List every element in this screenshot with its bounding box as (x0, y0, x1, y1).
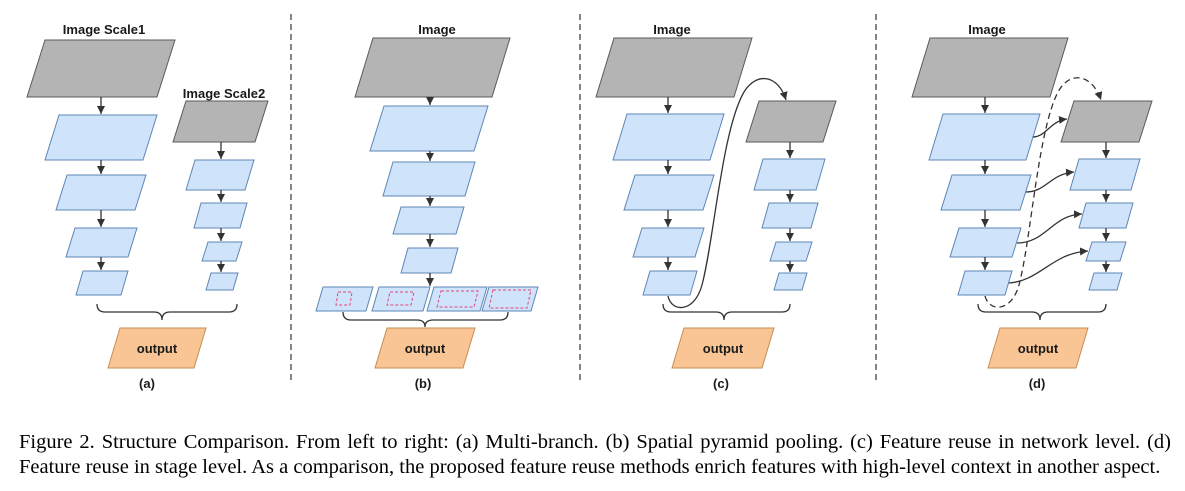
output-block (374, 327, 476, 369)
feature-map-block (1088, 272, 1123, 291)
output-label: output (1018, 341, 1059, 356)
output-label: output (137, 341, 178, 356)
panel-c: Image output (c) (595, 22, 837, 391)
network-reuse-dashed-arrow (984, 77, 1103, 308)
feature-map-block (928, 113, 1041, 161)
brace (977, 303, 1107, 321)
figure-caption: Figure 2. Structure Comparison. From lef… (19, 431, 1171, 478)
pooling-bin (315, 286, 374, 312)
brace (662, 303, 791, 321)
pooling-bin (371, 286, 431, 312)
stage-reuse-arrow (1008, 247, 1089, 284)
feature-map-block (769, 241, 813, 262)
feature-map-block (761, 202, 819, 229)
feature-map-block (65, 227, 138, 258)
output-block (107, 327, 207, 369)
panel-d: Image output (d) (911, 22, 1153, 391)
panel-label: (a) (139, 376, 155, 391)
feature-map-block (193, 202, 248, 229)
panel-label: (d) (1029, 376, 1046, 391)
feature-map-block (400, 247, 459, 274)
reused-feature-block (745, 100, 837, 143)
feature-map-block (957, 270, 1013, 296)
pooling-region (488, 289, 532, 309)
feature-map-block (201, 241, 243, 262)
stage-reuse-arrow (1025, 168, 1075, 193)
feature-map-block (1069, 158, 1141, 191)
brace (96, 303, 238, 321)
network-reuse-arrow (667, 77, 788, 309)
feature-map-block (1085, 241, 1127, 262)
feature-map-block (44, 114, 158, 161)
feature-map-block (185, 159, 255, 191)
panel-a: Image Scale1 Image Scale2 output (a) (26, 22, 269, 391)
pooling-region (436, 290, 479, 308)
input-image-block (172, 100, 269, 143)
feature-map-block (392, 206, 465, 235)
feature-map-block (55, 174, 147, 211)
image-label: Image (418, 22, 456, 37)
feature-map-block (949, 227, 1022, 258)
feature-map-block (642, 270, 698, 296)
pooling-bin (481, 286, 539, 312)
output-label: output (703, 341, 744, 356)
feature-map-block (623, 174, 715, 211)
pooling-bin (426, 286, 488, 312)
structure-comparison-diagram: Image Scale1 Image Scale2 output (a) Ima… (26, 14, 1153, 391)
stage-reuse-arrow (1032, 115, 1068, 138)
brace (342, 311, 509, 328)
input-image-block (595, 37, 753, 98)
feature-map-block (940, 174, 1032, 211)
feature-map-block (753, 158, 826, 191)
output-label: output (405, 341, 446, 356)
pooling-region (386, 291, 415, 306)
feature-map-block (612, 113, 725, 161)
image-label: Image (653, 22, 691, 37)
output-block (987, 327, 1089, 369)
output-block (671, 327, 775, 369)
input-image-block (354, 37, 511, 98)
feature-map-block (382, 161, 476, 197)
feature-map-block (369, 105, 489, 152)
panel-label: (b) (415, 376, 432, 391)
image-label: Image (968, 22, 1006, 37)
scale1-label: Image Scale1 (63, 22, 145, 37)
panel-b: Image output (b) (315, 22, 539, 391)
scale2-label: Image Scale2 (183, 86, 265, 101)
input-image-block (911, 37, 1069, 98)
feature-map-block (632, 227, 705, 258)
panel-label: (c) (713, 376, 729, 391)
stage-reuse-arrow (1016, 210, 1083, 244)
reused-feature-block (1060, 100, 1153, 143)
feature-map-block (205, 272, 239, 291)
pooling-region (335, 291, 353, 306)
input-image-block (26, 39, 176, 98)
feature-map-block (1078, 202, 1134, 229)
feature-map-block (773, 272, 808, 291)
feature-map-block (75, 270, 129, 296)
